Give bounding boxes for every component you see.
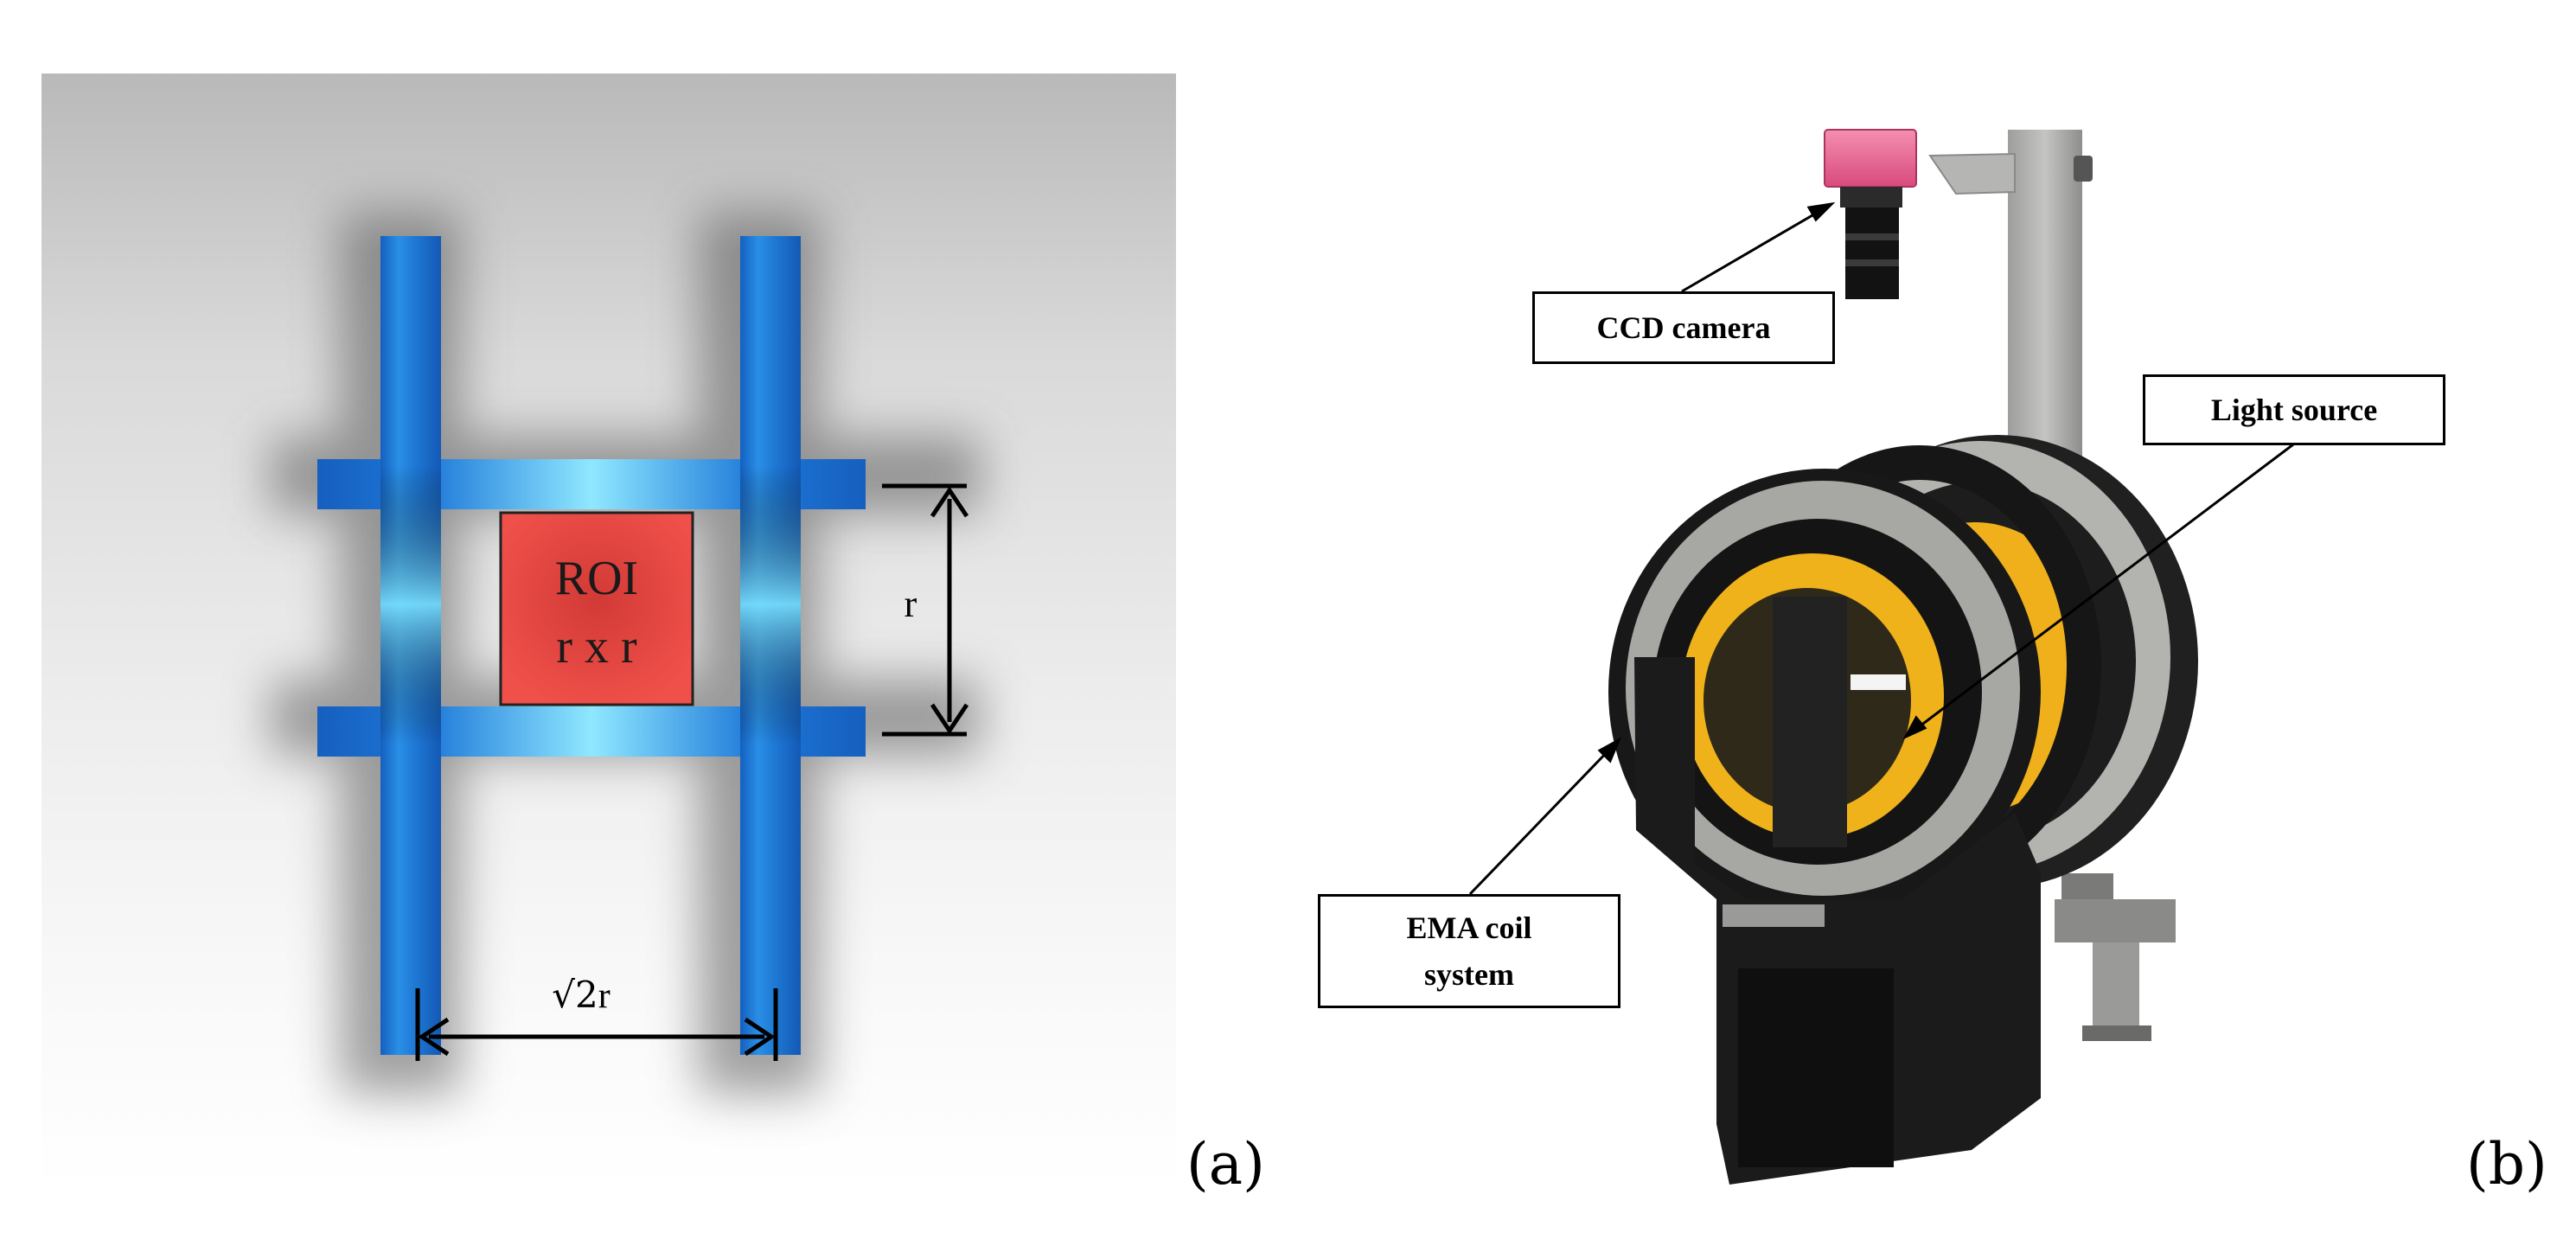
ema-label-line1: EMA coil [1406,910,1532,945]
ema-label-line2: system [1424,957,1514,992]
panel-a-label: (a) [1186,1131,1265,1198]
callout-ccd-camera: CCD camera [1532,291,1835,364]
dimension-r-label: r [904,583,917,625]
dimension-sqrt2r-horizontal [415,988,778,1061]
coil-grid-diagram: ROI r x r r √2r [271,212,980,1094]
ccd-camera [1824,129,1917,299]
dimension-r-vertical [882,483,969,737]
roi-size-label: r x r [556,620,637,674]
panel-a-diagram: ROI r x r r √2r [42,73,1176,1190]
dimension-sqrt2r-label: √2r [552,974,610,1016]
ema-coil-system [1608,435,2198,1185]
callout-light-source: Light source [2143,374,2445,445]
roi-label: ROI [555,552,638,605]
panel-b-label: (b) [2466,1131,2547,1198]
callout-leaders [1468,201,2301,896]
callout-ema-coil-system: EMA coil system [1318,894,1620,1008]
roi-square [499,511,694,706]
